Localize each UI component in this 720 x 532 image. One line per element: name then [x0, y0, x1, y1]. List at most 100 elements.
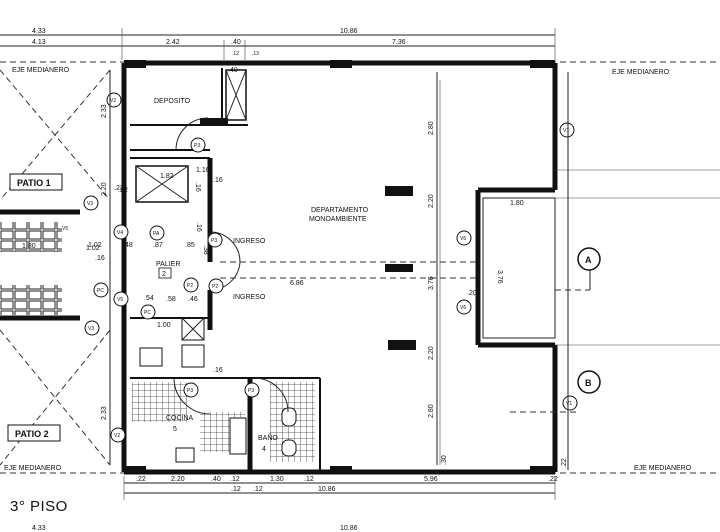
wet-dim-58: .58 — [166, 296, 176, 303]
door-tag: P3 — [190, 137, 206, 153]
svg-text:V5: V5 — [117, 297, 123, 303]
svg-text:V5: V5 — [62, 226, 68, 232]
balcony-depth: 3.76 — [496, 270, 503, 284]
eje-medianero-bottom-right: EJE MEDIANERO — [634, 465, 692, 472]
axis-a-label: A — [585, 255, 592, 265]
dim-top-2-42: 2.42 — [166, 39, 180, 46]
dim-bottom-22a: .22 — [136, 476, 146, 483]
door-tag: P2 — [208, 278, 224, 294]
cocina-number: 5 — [173, 426, 177, 433]
dim-right-2-80-b: 2.80 — [428, 404, 435, 418]
dim-right-2-80: 2.80 — [428, 121, 435, 135]
dim-right-3-76: 3.76 — [428, 276, 435, 290]
window-tag: V1 — [559, 122, 575, 138]
window-tag: V3 — [83, 195, 99, 211]
door-tag: P2 — [183, 277, 199, 293]
bottom-dimensions: .22 2.20 .40 .12 1.30 .12 5.96 .22 .12 .… — [32, 476, 558, 532]
dim-left-2-33: 2.33 — [101, 104, 108, 118]
eje-medianero-top-left: EJE MEDIANERO — [12, 67, 70, 74]
svg-text:V4: V4 — [117, 230, 123, 236]
exterior-walls — [121, 60, 558, 475]
dim-top-4-13: 4.13 — [32, 39, 46, 46]
dim-bottom-12d: .12 — [253, 486, 263, 493]
svg-text:V2: V2 — [110, 98, 116, 104]
story-label: 3° PISO — [10, 498, 68, 515]
dim-bottom-12c: .12 — [231, 486, 241, 493]
dim-bottom-10-86: 10.86 — [318, 486, 336, 493]
patio-2-label: PATIO 2 — [15, 429, 49, 439]
dim-bottom-12b: .12 — [304, 476, 314, 483]
room-deposito: DEPOSITO — [154, 98, 191, 105]
elevator-shaft: 1.82 .16 1.16 — [135, 69, 247, 203]
shaft-dim-16: .16 — [194, 182, 201, 192]
dim-left-22: .22 — [118, 187, 128, 194]
element-tags: P3 P3 P2 P2 P3 P3 PA V2 — [62, 92, 578, 443]
dim-bottom-2-20: 2.20 — [171, 476, 185, 483]
svg-text:P3: P3 — [187, 388, 193, 394]
eje-medianero-bottom-left: EJE MEDIANERO — [4, 465, 62, 472]
window-tag: V2 — [110, 427, 126, 443]
left-vertical-dimensions: 2.33 2.20 .22 2.33 — [101, 70, 128, 465]
svg-text:V6: V6 — [460, 236, 466, 242]
wet-dim-1-00: 1.00 — [157, 322, 171, 329]
svg-text:PC: PC — [144, 310, 151, 316]
window-tag: V3 — [84, 320, 100, 336]
misc-dim-40: .40 — [228, 67, 238, 74]
dim-top-13: .13 — [252, 51, 259, 57]
dim-top-40: .40 — [231, 39, 241, 46]
svg-text:V1: V1 — [563, 128, 569, 134]
axis-markers: A B — [510, 247, 601, 413]
pc-tag: PC — [93, 282, 109, 298]
axis-b-label: B — [585, 378, 592, 388]
palier-number: 2 — [162, 271, 166, 278]
dim-bottom-40: .40 — [211, 476, 221, 483]
svg-text:P2: P2 — [212, 284, 218, 290]
wet-dim-16: .16 — [213, 367, 223, 374]
svg-text:V2: V2 — [114, 433, 120, 439]
stairwell-left: 1.80 1.02 — [0, 209, 100, 321]
window-tag: V4 — [113, 224, 129, 240]
dim-6-86: 6.86 — [290, 280, 304, 287]
window-tag: V5 — [62, 226, 68, 232]
svg-text:PA: PA — [153, 231, 160, 237]
room-departamento: DEPARTAMENTO — [311, 207, 369, 214]
dim-top-10-86: 10.86 — [340, 28, 358, 35]
dim-right-2-20-b: 2.20 — [428, 346, 435, 360]
window-tag: V1 — [562, 395, 578, 411]
palier-dim-1-02: 1.02 — [88, 242, 102, 249]
eje-medianero-top-right: EJE MEDIANERO — [612, 69, 670, 76]
label-ingreso-2: INGRESO — [233, 294, 266, 301]
misc-dim-16b: .16 — [195, 222, 202, 232]
palier-dim-87: .87 — [153, 242, 163, 249]
palier-dim-48: .48 — [123, 242, 133, 249]
balcony-width: 1.80 — [510, 200, 524, 207]
dim-bottom-1-30: 1.30 — [270, 476, 284, 483]
patio-areas: PATIO 1 PATIO 2 — [0, 69, 111, 466]
dim-bottom-4-33: 4.33 — [32, 525, 46, 532]
dim-right-20: .20 — [467, 290, 477, 297]
stair-dim-1-80: 1.80 — [22, 243, 36, 250]
right-vertical-dimensions: 2.80 2.20 3.76 .20 2.20 2.80 .22 — [428, 72, 569, 470]
svg-text:P3: P3 — [194, 143, 200, 149]
pc-tag: PC — [140, 304, 156, 320]
bano-number: 4 — [262, 446, 266, 453]
svg-text:P3: P3 — [211, 238, 217, 244]
palier-dim-16: .16 — [95, 255, 105, 262]
stair-dim-1-02: 1.02 — [86, 245, 100, 252]
dim-bottom-12a: .12 — [230, 476, 240, 483]
patio-1-label: PATIO 1 — [17, 178, 51, 188]
dim-left-2-33-b: 2.33 — [101, 406, 108, 420]
svg-text:V6: V6 — [460, 305, 466, 311]
shaft-dim-1-16: 1.16 — [196, 167, 210, 174]
label-ingreso-1: INGRESO — [233, 238, 266, 245]
svg-text:PC: PC — [97, 288, 104, 294]
misc-dim-30: .30 — [441, 455, 448, 465]
dim-right-2-20: 2.20 — [428, 194, 435, 208]
wet-dim-46: .46 — [188, 296, 198, 303]
dim-top-12: .12 — [232, 51, 239, 57]
dim-bottom-5-96: 5.96 — [424, 476, 438, 483]
door-tag: P3 — [183, 382, 199, 398]
interior-dimensions: 6.86 1.02 .48 .87 .85 .16 .38 .54 .58 .4… — [88, 67, 448, 465]
palier-dim-85: .85 — [185, 242, 195, 249]
